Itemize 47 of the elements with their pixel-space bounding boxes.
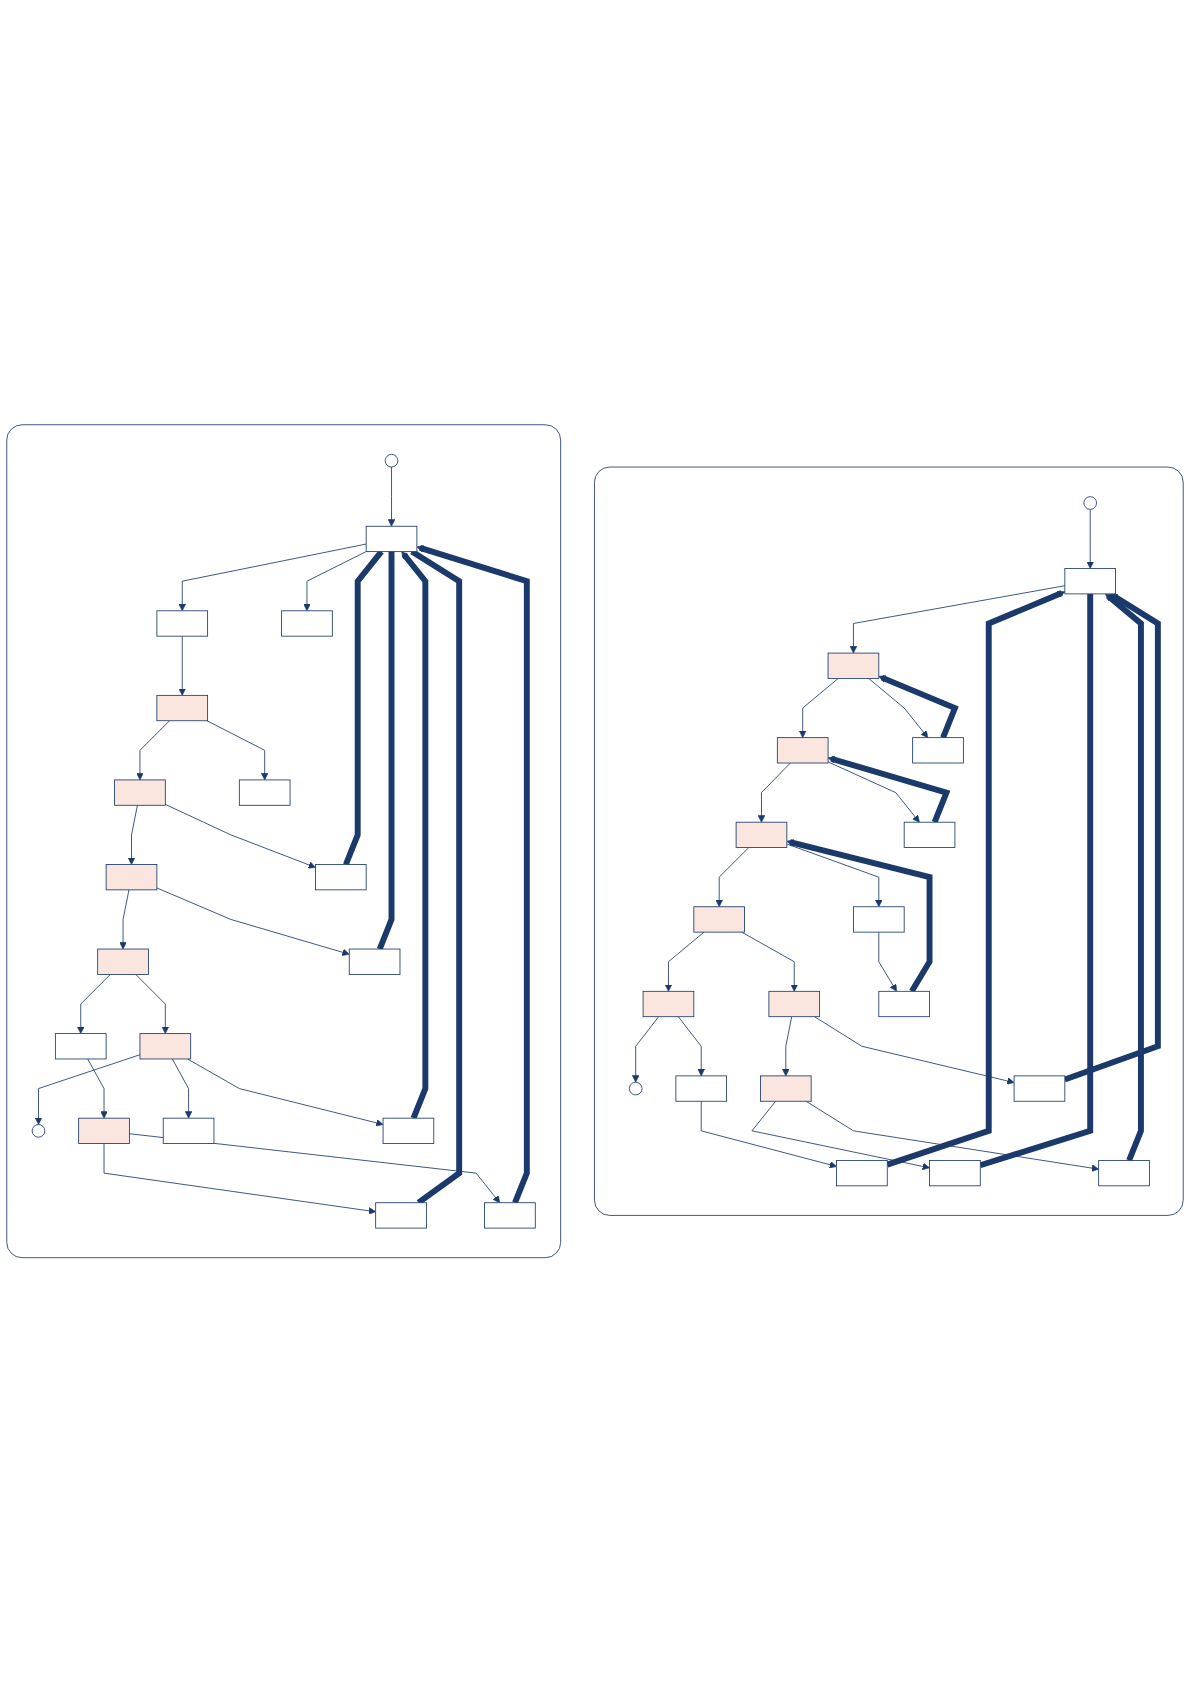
node-box: [675, 1075, 728, 1102]
node-box: [878, 990, 930, 1017]
arrow: [1063, 592, 1161, 1083]
node-box: [1098, 1159, 1150, 1186]
node-box: [903, 821, 956, 848]
node-box: [642, 990, 695, 1017]
node-ellipse: [628, 1081, 643, 1096]
node-box: [1064, 567, 1116, 595]
node-box: [348, 948, 401, 975]
node-box: [78, 1117, 130, 1144]
node-box: [836, 1159, 888, 1186]
node-box: [281, 610, 333, 637]
node-box: [54, 1032, 107, 1060]
node-box: [156, 694, 209, 721]
node-box: [929, 1159, 981, 1186]
node-box: [105, 863, 158, 891]
arrow: [416, 544, 530, 1204]
node-box: [375, 1202, 427, 1229]
node-box: [382, 1117, 435, 1144]
node-box: [484, 1202, 536, 1229]
arrow: [1105, 593, 1144, 1162]
cluster: [594, 466, 1184, 1216]
node-box: [827, 652, 880, 679]
node-box: [1013, 1075, 1066, 1102]
node-box: [760, 1075, 812, 1102]
connector: [376, 551, 395, 950]
node-ellipse: [1083, 496, 1097, 510]
node-box: [735, 821, 788, 848]
node-box: [139, 1032, 192, 1060]
cluster: [6, 424, 562, 1258]
node-ellipse: [31, 1123, 46, 1138]
node-box: [365, 525, 418, 552]
node-box: [912, 737, 964, 764]
node-box: [238, 779, 291, 806]
node-box: [156, 610, 209, 637]
node-box: [853, 906, 905, 933]
arrow: [886, 590, 1066, 1168]
node-box: [315, 863, 367, 891]
arrow: [878, 674, 959, 739]
node-box: [162, 1117, 215, 1144]
node-box: [693, 906, 745, 933]
node-box: [776, 737, 829, 764]
node-ellipse: [384, 453, 399, 468]
node-box: [768, 990, 821, 1017]
node-box: [97, 948, 149, 975]
connector: [979, 593, 1094, 1168]
node-box: [114, 779, 166, 806]
